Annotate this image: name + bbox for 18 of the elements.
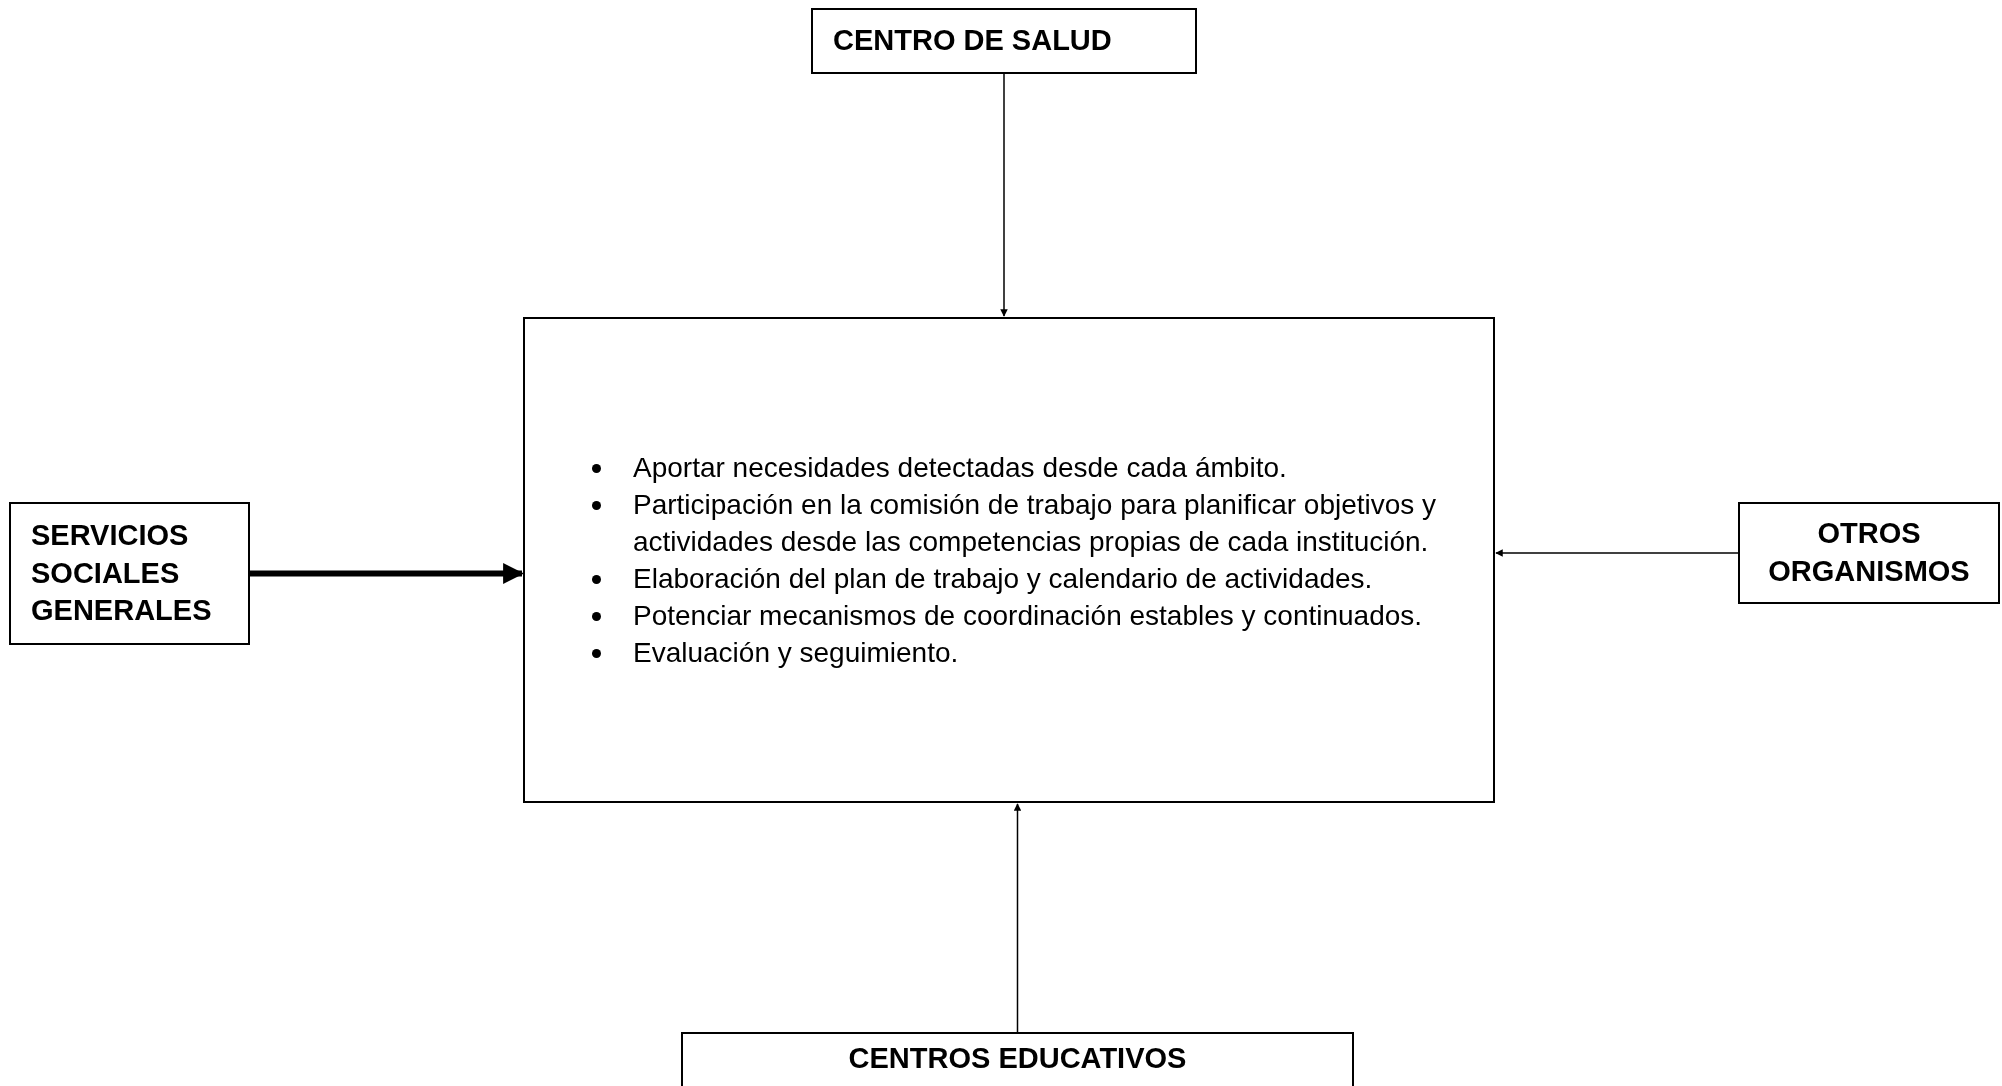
entity-label: CENTROS EDUCATIVOS [848,1041,1187,1076]
bullet-item: Participación en la comisión de trabajo para planificar objetivos y actividades desde las competencias propias de cada institución. [633,488,1438,559]
arrow [250,563,525,584]
entity-label: CENTRO DE SALUD [833,23,1112,59]
arrow [1000,73,1008,317]
bullet-item: Elaboración del plan de trabajo y calendario de actividades. [633,562,1374,596]
bullet-item: Aportar necesidades detectadas desde cada ámbito. [633,451,1288,485]
arrow [1495,549,1739,557]
entity-box [1738,502,2000,604]
entity-label: SERVICIOS SOCIALES GENERALES [31,517,213,629]
entity-label: OTROS ORGANISMOS [1767,516,1971,589]
entity-box [9,502,250,645]
entity-box [681,1032,1354,1086]
bullet-item: Evaluación y seguimiento. [633,636,960,670]
bullet-item: Potenciar mecanismos de coordinación estables y continuados. [633,599,1424,633]
entity-box [811,8,1197,74]
arrow [1013,803,1022,1033]
process-box [523,317,1495,803]
